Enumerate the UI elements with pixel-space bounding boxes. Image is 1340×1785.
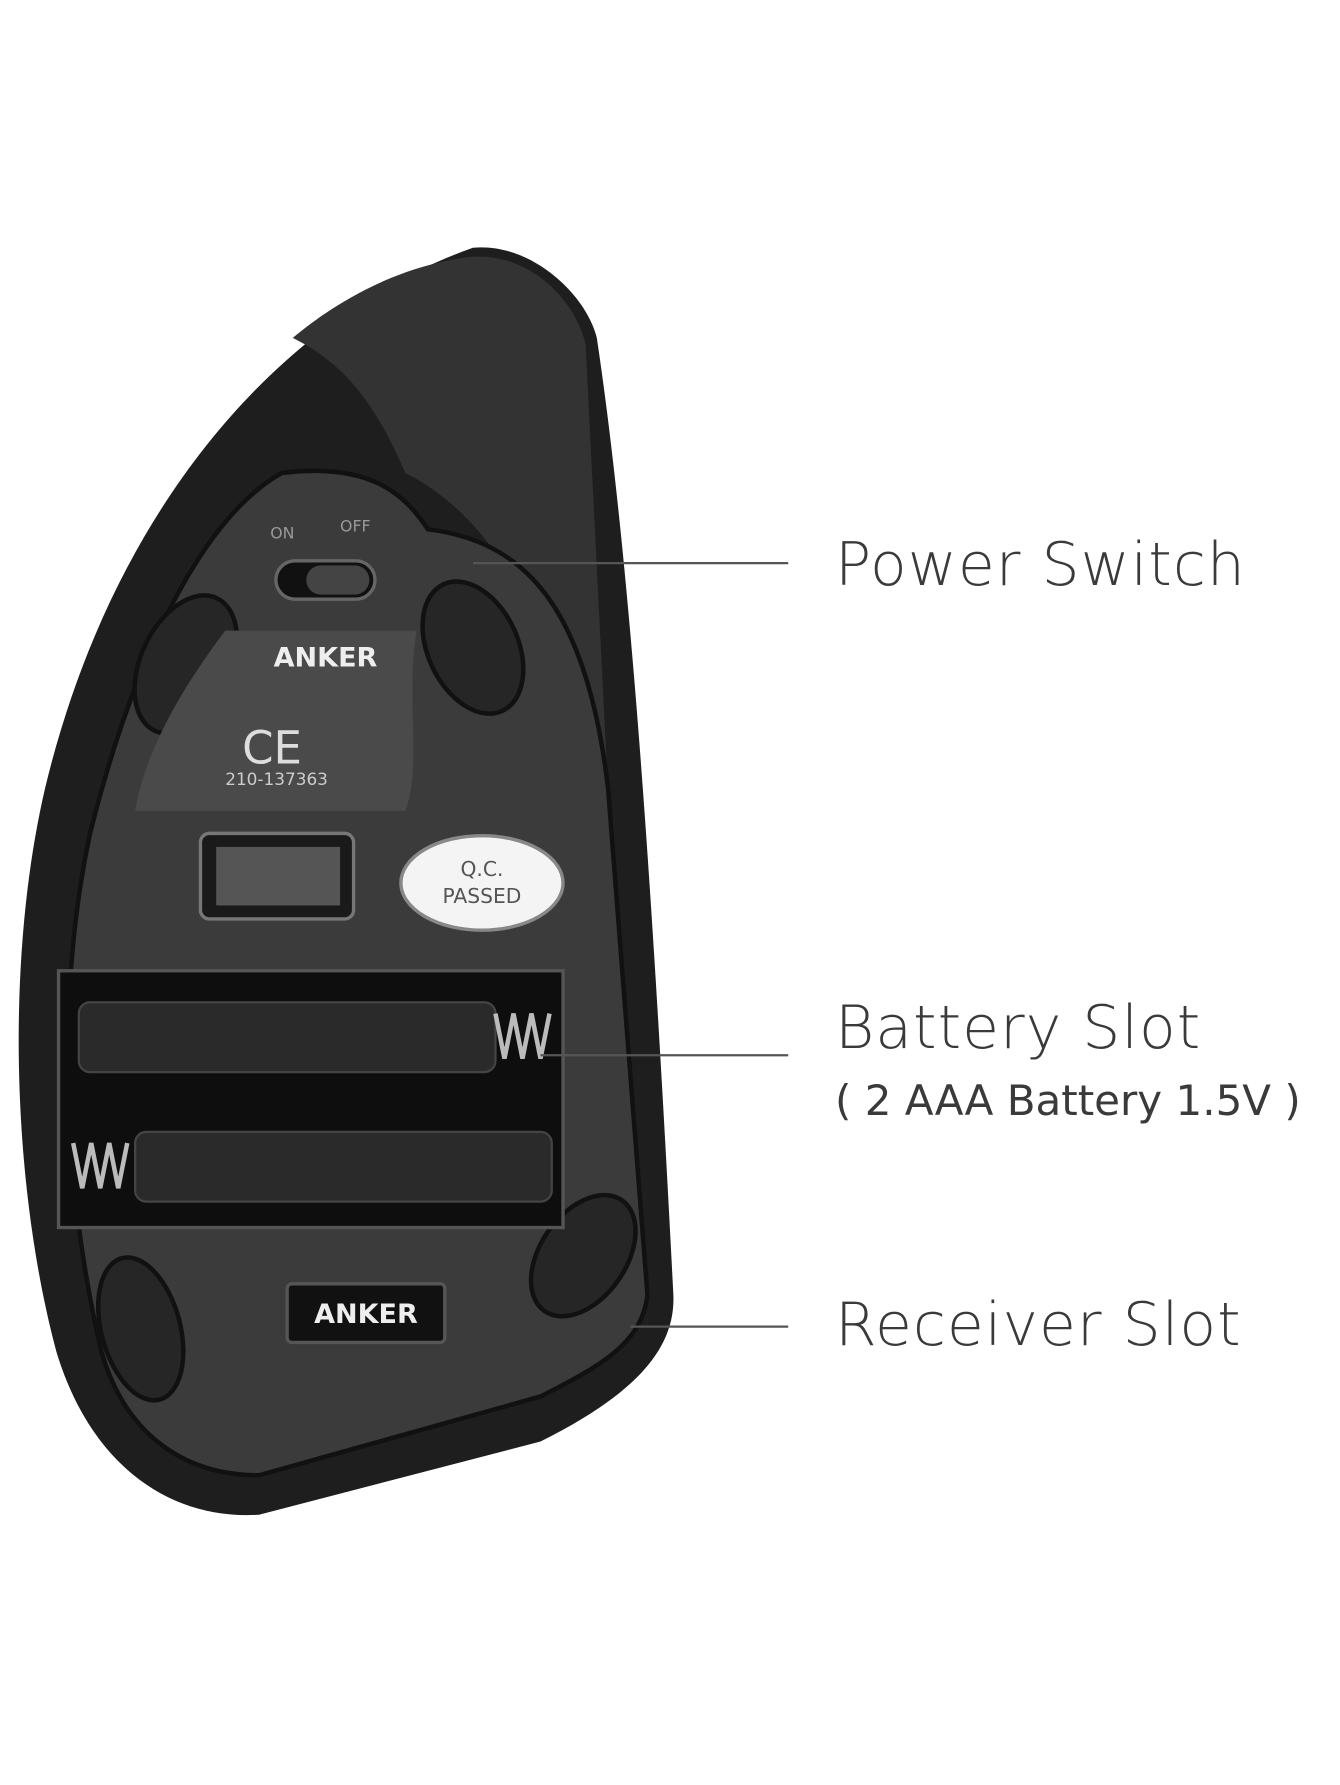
- battery-spring: [493, 1013, 552, 1060]
- switch-on-label: ON: [270, 523, 294, 542]
- battery-slot-detail: ( 2 AAA Battery 1.5V ): [835, 1076, 1301, 1125]
- usb-receiver[interactable]: [285, 1282, 447, 1345]
- brand-logo: ANKER: [274, 643, 378, 674]
- qc-sticker: [399, 833, 565, 932]
- battery: [77, 1001, 497, 1074]
- sensor-lens: [216, 846, 341, 906]
- cert-number: 210-137363: [225, 769, 328, 789]
- mouse-foot: [95, 1255, 186, 1403]
- qc-line2: PASSED: [442, 884, 521, 908]
- mouse-foot: [420, 579, 526, 716]
- ce-mark: CE: [242, 722, 302, 775]
- power-switch-label: Power Switch: [835, 530, 1246, 600]
- battery: [134, 1130, 553, 1203]
- qc-line1: Q.C.: [460, 857, 503, 881]
- product-label: [135, 630, 417, 811]
- receiver-logo: ANKER: [314, 1299, 418, 1330]
- mouse-top-surface: [292, 256, 631, 1239]
- battery-slot-label: Battery Slot: [835, 993, 1202, 1063]
- receiver-slot-label: Receiver Slot: [835, 1290, 1242, 1360]
- power-switch-knob: [306, 565, 370, 595]
- switch-off-label: OFF: [340, 517, 371, 536]
- battery-spring: [70, 1142, 130, 1189]
